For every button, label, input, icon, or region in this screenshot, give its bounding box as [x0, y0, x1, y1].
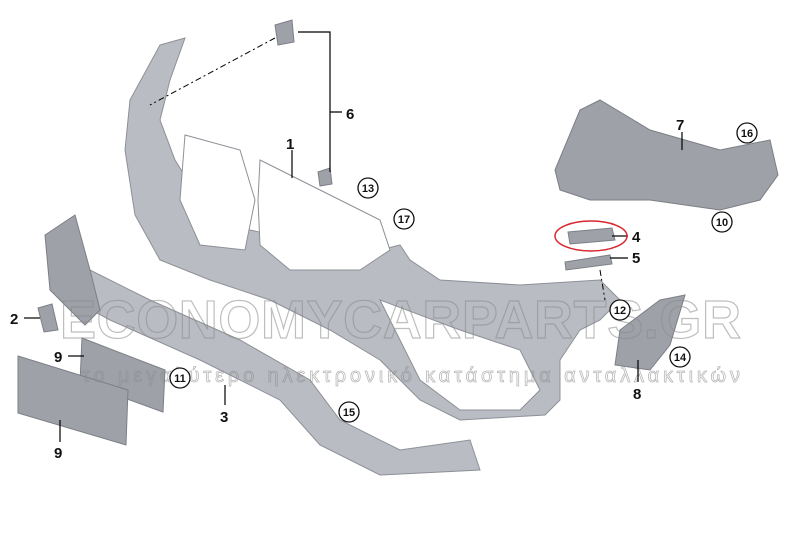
- part-5: [564, 254, 613, 271]
- side-panel-left: [44, 214, 101, 326]
- callout-9-lower[interactable]: 9: [54, 445, 62, 462]
- leader-line: [298, 31, 342, 172]
- callout-12[interactable]: 12: [609, 299, 631, 321]
- svg-text:17: 17: [398, 214, 410, 226]
- callout-2[interactable]: 2: [10, 311, 18, 328]
- part-6-clip-lower: [317, 167, 333, 187]
- callout-7[interactable]: 7: [676, 117, 684, 134]
- callout-16[interactable]: 16: [736, 122, 758, 144]
- svg-text:14: 14: [674, 352, 687, 364]
- highlight-ellipse: [554, 220, 628, 252]
- part-6-clip-upper: [274, 19, 295, 46]
- callout-8[interactable]: 8: [633, 386, 641, 403]
- callout-1[interactable]: 1: [286, 136, 294, 153]
- license-plate-bracket-upper: [79, 337, 166, 413]
- callout-4[interactable]: 4: [632, 229, 641, 246]
- license-plate-bracket-lower: [17, 355, 129, 446]
- svg-text:12: 12: [614, 305, 626, 317]
- callout-14[interactable]: 14: [669, 346, 691, 368]
- callout-13[interactable]: 13: [357, 177, 379, 199]
- callout-10[interactable]: 10: [711, 211, 733, 233]
- part-2: [37, 303, 59, 333]
- callout-11[interactable]: 11: [169, 367, 191, 389]
- callout-9-upper[interactable]: 9: [54, 349, 62, 366]
- part-8: [614, 294, 686, 371]
- bumper-carrier-part: [554, 99, 779, 211]
- callout-3[interactable]: 3: [220, 409, 228, 426]
- grille-opening-right: [257, 159, 391, 271]
- svg-text:13: 13: [362, 183, 374, 195]
- grille-opening-left: [179, 134, 256, 251]
- assembly-line: [149, 37, 276, 106]
- svg-text:11: 11: [174, 373, 186, 385]
- callout-5[interactable]: 5: [632, 250, 640, 267]
- lower-intake: [378, 299, 541, 411]
- assembly-line: [599, 269, 606, 301]
- svg-text:16: 16: [741, 128, 753, 140]
- watermark-brand: ECONOMYCARPARTS.GR: [60, 290, 740, 350]
- callout-17[interactable]: 17: [393, 208, 415, 230]
- svg-text:15: 15: [343, 407, 355, 419]
- lower-trim-part: [54, 259, 481, 476]
- part-4: [567, 227, 616, 245]
- callout-6[interactable]: 6: [346, 106, 354, 123]
- callout-15[interactable]: 15: [338, 401, 360, 423]
- svg-text:10: 10: [716, 217, 728, 229]
